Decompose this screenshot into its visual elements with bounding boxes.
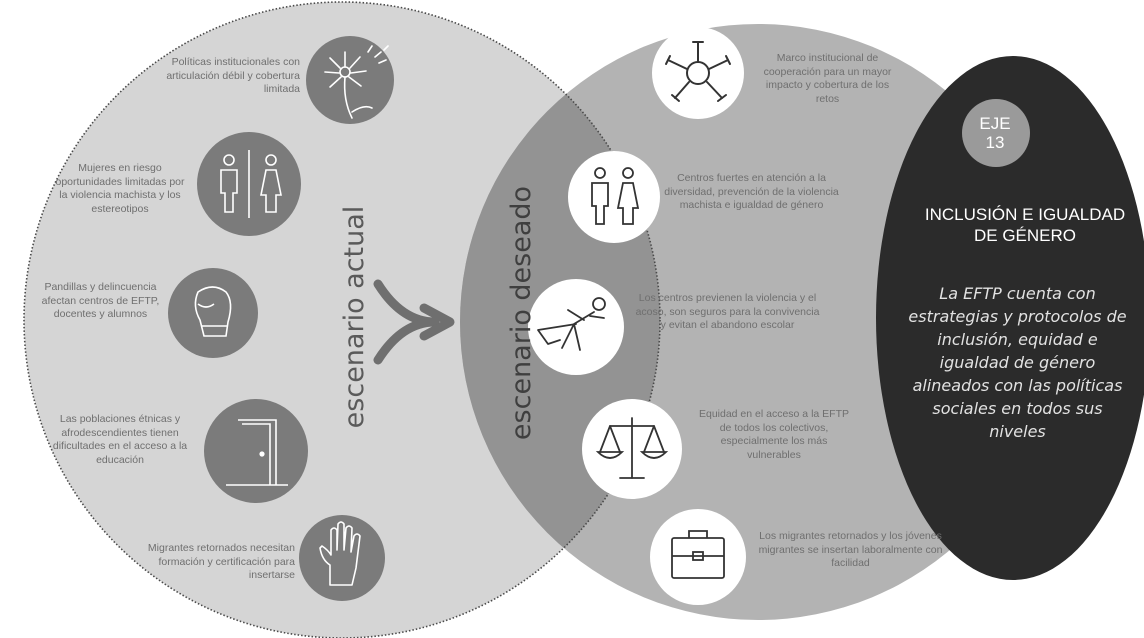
briefcase-icon xyxy=(650,509,746,605)
desired-scenario-title: escenario deseado xyxy=(506,185,537,441)
current-item-text: Mujeres en riesgo oportunidades limitada… xyxy=(55,162,185,215)
desired-item-text: Equidad en el acceso a la EFTP de todos … xyxy=(698,408,849,461)
man-woman-icon xyxy=(568,151,660,243)
current-item-text: Políticas institucionales con articulaci… xyxy=(166,56,300,95)
axis-statement: La EFTP cuenta con estrategias y protoco… xyxy=(908,284,1127,441)
dandelion-icon xyxy=(306,36,394,124)
restroom-icon xyxy=(197,132,301,236)
axis-title-line2: DE GÉNERO xyxy=(973,226,1077,245)
axis-badge-line1: EJE xyxy=(979,114,1011,133)
current-item-text: Pandillas y delincuencia afectan centros… xyxy=(41,281,160,320)
axis-badge-line2: 13 xyxy=(985,133,1005,152)
door-icon xyxy=(204,399,308,503)
superhero-icon xyxy=(528,279,624,375)
axis-badge xyxy=(962,99,1030,167)
axis-title: INCLUSIÓN E IGUALDAD DE GÉNERO xyxy=(890,204,1144,246)
desired-item-text: Los centros previenen la violencia y el … xyxy=(635,292,820,331)
desired-item-text: Los migrantes retornados y los jóvenes m… xyxy=(758,530,943,569)
boxing-glove-icon xyxy=(168,268,258,358)
axis-badge-label: EJE 13 xyxy=(960,114,1030,152)
axis-ellipse xyxy=(876,56,1144,580)
current-item-text: Las poblaciones étnicas y afrodescendien… xyxy=(52,413,188,466)
joined-hands-icon xyxy=(652,27,744,119)
desired-item-text: Marco institucional de cooperación para … xyxy=(763,52,892,105)
hand-icon xyxy=(299,515,385,601)
current-scenario-title: escenario actual xyxy=(339,205,370,429)
current-scenario-outline xyxy=(23,1,661,638)
current-scenario-circle xyxy=(24,2,660,638)
current-item-text: Migrantes retornados necesitan formación… xyxy=(147,542,295,581)
scales-icon xyxy=(582,399,682,499)
transition-arrow-icon xyxy=(373,279,455,365)
desired-item-text: Centros fuertes en atención a la diversi… xyxy=(664,172,839,211)
axis-title-line1: INCLUSIÓN E IGUALDAD xyxy=(924,205,1126,224)
